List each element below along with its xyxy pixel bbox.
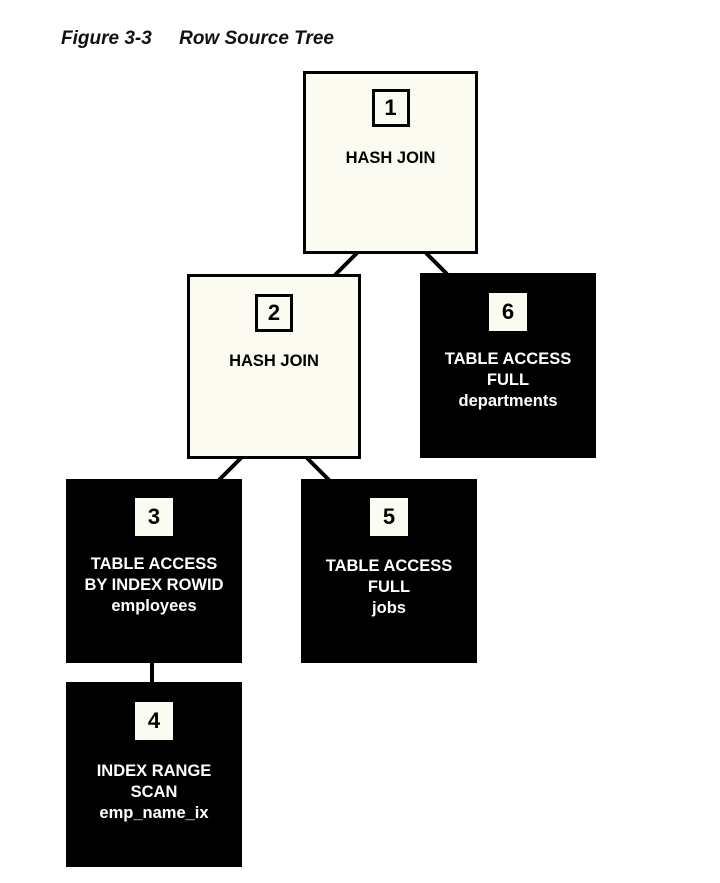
edge-1-2 [332, 251, 359, 278]
node-label-line: HASH JOIN [229, 352, 319, 370]
edge-1-6 [424, 251, 449, 276]
node-4-index-range-scan: 4 INDEX RANGE SCAN emp_name_ix [66, 682, 242, 867]
node-number-badge: 2 [255, 294, 293, 332]
figure-label: Figure 3-3 [61, 28, 152, 49]
node-label-line: TABLE ACCESS [444, 350, 572, 368]
node-label-line: INDEX RANGE [96, 762, 212, 780]
node-label-line: employees [111, 597, 197, 615]
node-5-table-access-full-jobs: 5 TABLE ACCESS FULL jobs [301, 479, 477, 663]
node-label-line: FULL [367, 578, 411, 596]
node-number-badge: 1 [371, 89, 410, 127]
node-label-line: emp_name_ix [99, 804, 209, 822]
node-number-badge: 5 [370, 498, 408, 536]
edge-2-5 [304, 455, 332, 483]
figure-title: Row Source Tree [179, 28, 334, 49]
node-label-line: HASH JOIN [345, 149, 436, 167]
node-number-badge: 6 [489, 293, 527, 331]
figure-caption: Figure 3-3 Row Source Tree [61, 28, 334, 50]
node-2-hash-join: 2 HASH JOIN [187, 274, 361, 459]
node-label-line: SCAN [130, 783, 178, 801]
node-6-table-access-full-departments: 6 TABLE ACCESS FULL departments [420, 273, 596, 458]
node-label-line: FULL [486, 371, 530, 389]
node-label-line: jobs [372, 599, 406, 617]
edge-2-3 [216, 455, 244, 483]
node-label-line: BY INDEX ROWID [84, 576, 224, 594]
node-label-line: TABLE ACCESS [90, 555, 218, 573]
node-label-line: TABLE ACCESS [325, 557, 453, 575]
node-3-table-access-by-index-rowid: 3 TABLE ACCESS BY INDEX ROWID employees [66, 479, 242, 663]
node-number-badge: 4 [135, 702, 173, 740]
node-label-line: departments [458, 392, 558, 410]
node-1-hash-join: 1 HASH JOIN [303, 71, 478, 254]
node-number-badge: 3 [135, 498, 173, 536]
